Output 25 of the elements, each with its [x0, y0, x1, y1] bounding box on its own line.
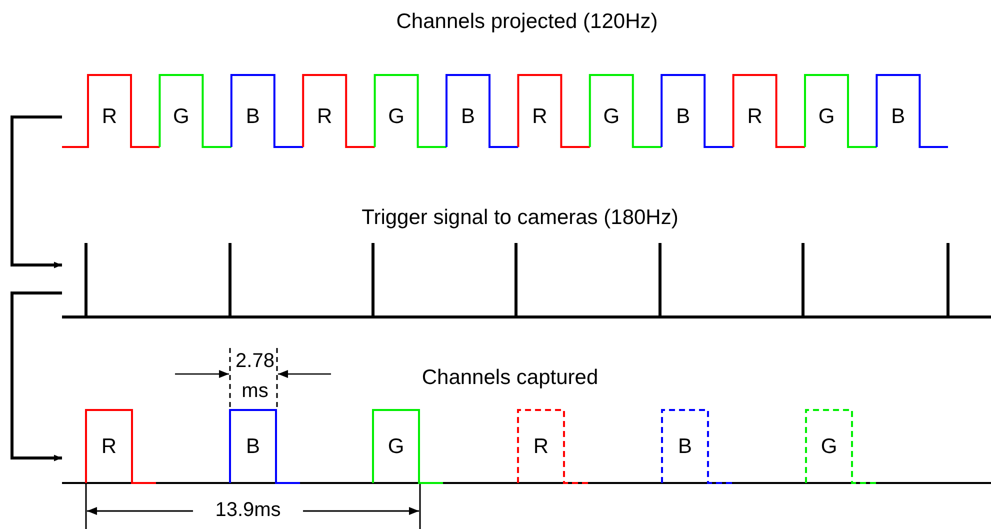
channel-letter: G [387, 105, 406, 129]
channel-letter: B [244, 435, 261, 459]
channel-letter: R [100, 105, 118, 129]
channel-letter: B [460, 105, 476, 129]
channel-letter: R [531, 105, 548, 129]
row-heading: Channels captured [422, 366, 598, 390]
dimension-label: 2.78 ms [234, 349, 276, 404]
row-heading: Trigger signal to cameras (180Hz) [362, 206, 678, 230]
channel-letter: G [386, 435, 406, 459]
arrow [10, 116, 62, 268]
channel-letter: G [817, 105, 836, 129]
channel-letter: G [602, 105, 621, 129]
channel-letter: G [820, 435, 838, 459]
channel-letter: B [244, 105, 261, 129]
channel-letter: B [890, 105, 906, 129]
dimension-label: 13.9ms [214, 498, 282, 522]
channel-letter: R [746, 105, 764, 129]
row-heading: Channels projected (120Hz) [396, 10, 658, 34]
channel-letter: G [172, 105, 190, 129]
channel-letter: B [676, 435, 693, 459]
channel-letter: B [675, 105, 692, 129]
channel-letter: R [532, 435, 550, 459]
channel-letter: R [100, 435, 118, 459]
channel-letter: R [316, 105, 334, 129]
arrow [10, 292, 62, 462]
